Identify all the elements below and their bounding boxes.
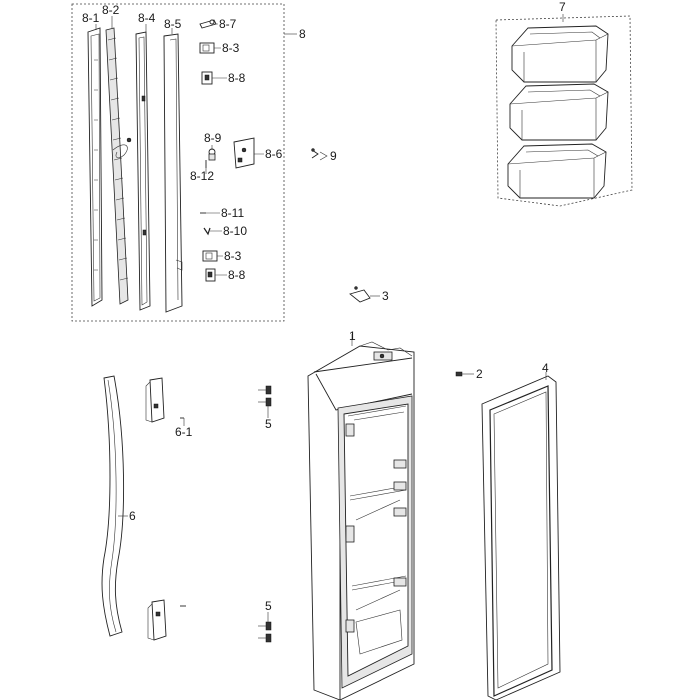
part-8-5-cover-rail xyxy=(163,33,183,313)
door-bin-bottom xyxy=(507,143,607,199)
callout-8-10: 8-10 xyxy=(223,224,247,238)
part-8-3-bracket-top xyxy=(199,42,215,54)
handle-mount-lower xyxy=(147,599,186,641)
part-8-3-bracket-bottom xyxy=(202,250,218,262)
callout-8-5: 8-5 xyxy=(164,17,182,31)
part-3-bracket xyxy=(349,286,380,303)
callout-1: 1 xyxy=(349,329,356,343)
part-5-screws xyxy=(258,385,272,643)
part-4-door-gasket xyxy=(481,372,561,700)
callout-8-8-bottom: 8-8 xyxy=(228,268,246,282)
callout-8-7: 8-7 xyxy=(219,17,237,31)
part-7-boundary xyxy=(495,15,633,207)
part-8-8-clip-top xyxy=(201,71,213,85)
part-8-7-connector xyxy=(199,19,217,29)
screw-pair-lower xyxy=(258,612,272,643)
callout-8-1: 8-1 xyxy=(82,11,100,25)
handle-mount-upper xyxy=(145,377,184,423)
callout-8-12: 8-12 xyxy=(190,169,214,183)
callout-9: 9 xyxy=(330,149,337,163)
callout-3: 3 xyxy=(382,289,389,303)
part-1-door-assembly xyxy=(307,334,415,700)
door-bin-middle xyxy=(509,83,609,141)
part-7-door-bins xyxy=(495,14,633,207)
part-8-9-spring xyxy=(208,148,216,161)
part-6-1-handle-mounts xyxy=(145,377,186,641)
door-bin-top xyxy=(511,25,609,83)
callout-8-2: 8-2 xyxy=(102,3,120,17)
callout-2: 2 xyxy=(476,367,483,381)
part-8-8-clip-bottom xyxy=(205,268,216,282)
part-8-6-hinge-block xyxy=(233,137,255,169)
callout-5-upper: 5 xyxy=(265,417,272,431)
callout-8-3-bottom: 8-3 xyxy=(224,249,242,263)
callout-labels: 8-1 8-2 8-4 8-5 8-7 8-3 8-8 8 8-9 8-6 8-… xyxy=(82,0,566,613)
part-8-1-door-cap-strip xyxy=(87,27,103,307)
callout-6: 6 xyxy=(129,509,136,523)
callout-8-8-top: 8-8 xyxy=(228,71,246,85)
callout-8-9: 8-9 xyxy=(204,131,222,145)
part-8-10-clip xyxy=(203,227,211,236)
callout-4: 4 xyxy=(542,361,549,375)
callout-8-4: 8-4 xyxy=(138,11,156,25)
assembly-8-boundary xyxy=(71,3,285,322)
part-8-2-hatched-strip xyxy=(105,27,132,305)
part-2-screw xyxy=(455,371,474,377)
callout-8-11: 8-11 xyxy=(221,206,244,220)
callout-8-3-top: 8-3 xyxy=(222,41,240,55)
part-9-hinge-screw xyxy=(311,148,319,159)
part-8-4-frame-rail xyxy=(135,31,151,311)
screw-pair-upper xyxy=(258,385,272,418)
callout-8-6: 8-6 xyxy=(265,147,283,161)
callout-5-lower: 5 xyxy=(265,599,272,613)
part-6-door-handle xyxy=(101,375,128,637)
callout-8: 8 xyxy=(299,27,306,41)
callout-6-1: 6-1 xyxy=(175,425,193,439)
callout-7: 7 xyxy=(559,0,566,14)
assembly-8-group xyxy=(71,3,297,322)
